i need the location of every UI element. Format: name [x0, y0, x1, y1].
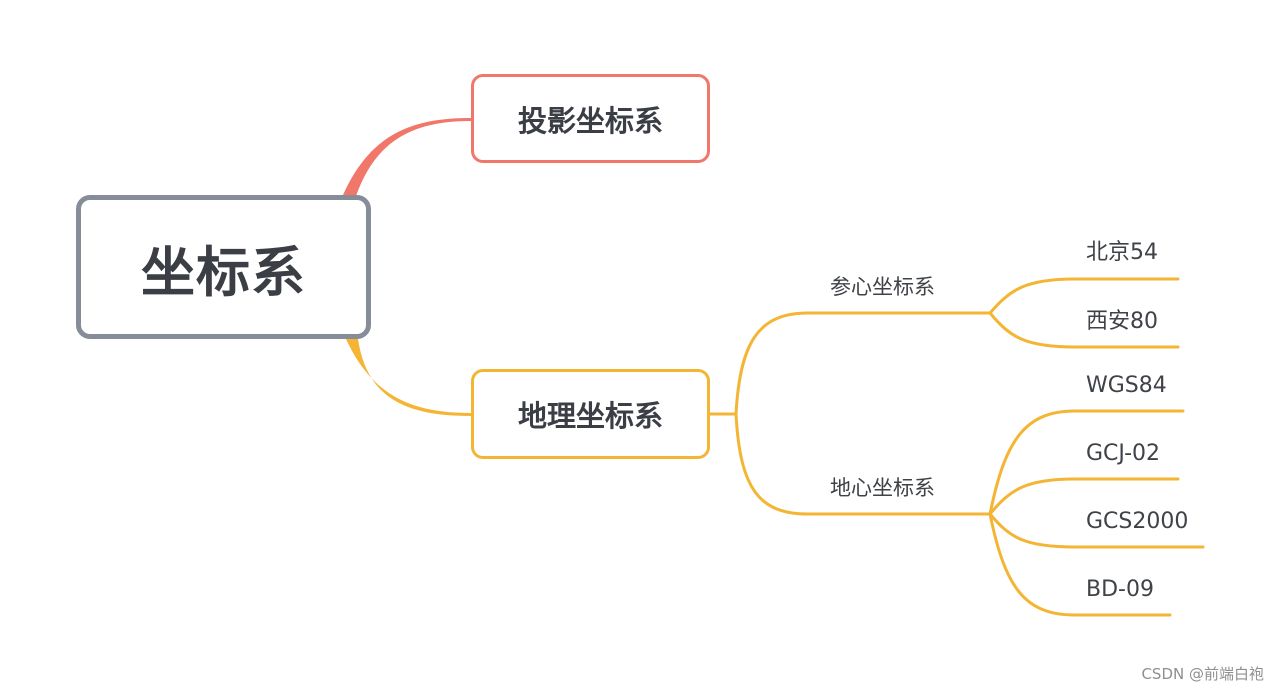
root-topic[interactable]: 坐标系 — [76, 195, 371, 339]
branch-root-to-geographic — [346, 339, 471, 416]
leaf-beijing54[interactable]: 北京54 — [1086, 240, 1158, 265]
branch-root-to-projected — [343, 118, 471, 196]
topic-geographic-coordinate-system[interactable]: 地理坐标系 — [471, 369, 710, 459]
subtopic-geocentric-system[interactable]: 地心坐标系 — [830, 476, 935, 500]
connector-leaf-wgs84 — [988, 409, 1185, 516]
leaf-xian80[interactable]: 西安80 — [1086, 309, 1158, 334]
leaf-wgs84[interactable]: WGS84 — [1086, 373, 1167, 398]
connector-leaf-xian80 — [988, 311, 1180, 349]
subtopic-reference-ellipsoid-system[interactable]: 参心坐标系 — [830, 275, 935, 299]
connector-geo-to-reference — [734, 311, 992, 416]
leaf-gcs2000[interactable]: GCS2000 — [1086, 509, 1189, 534]
connector-leaf-bd09 — [988, 512, 1172, 617]
connector-geo-to-geocentric — [734, 412, 992, 516]
connector-leaf-gcs2000 — [988, 512, 1205, 549]
connector-leaf-gcj02 — [988, 477, 1180, 516]
connector-leaf-beijing54 — [988, 277, 1180, 315]
leaf-bd09[interactable]: BD-09 — [1086, 577, 1154, 602]
leaf-gcj02[interactable]: GCJ-02 — [1086, 441, 1161, 466]
topic-projected-coordinate-system[interactable]: 投影坐标系 — [471, 74, 710, 163]
watermark: CSDN @前端白袍 — [1141, 665, 1264, 683]
